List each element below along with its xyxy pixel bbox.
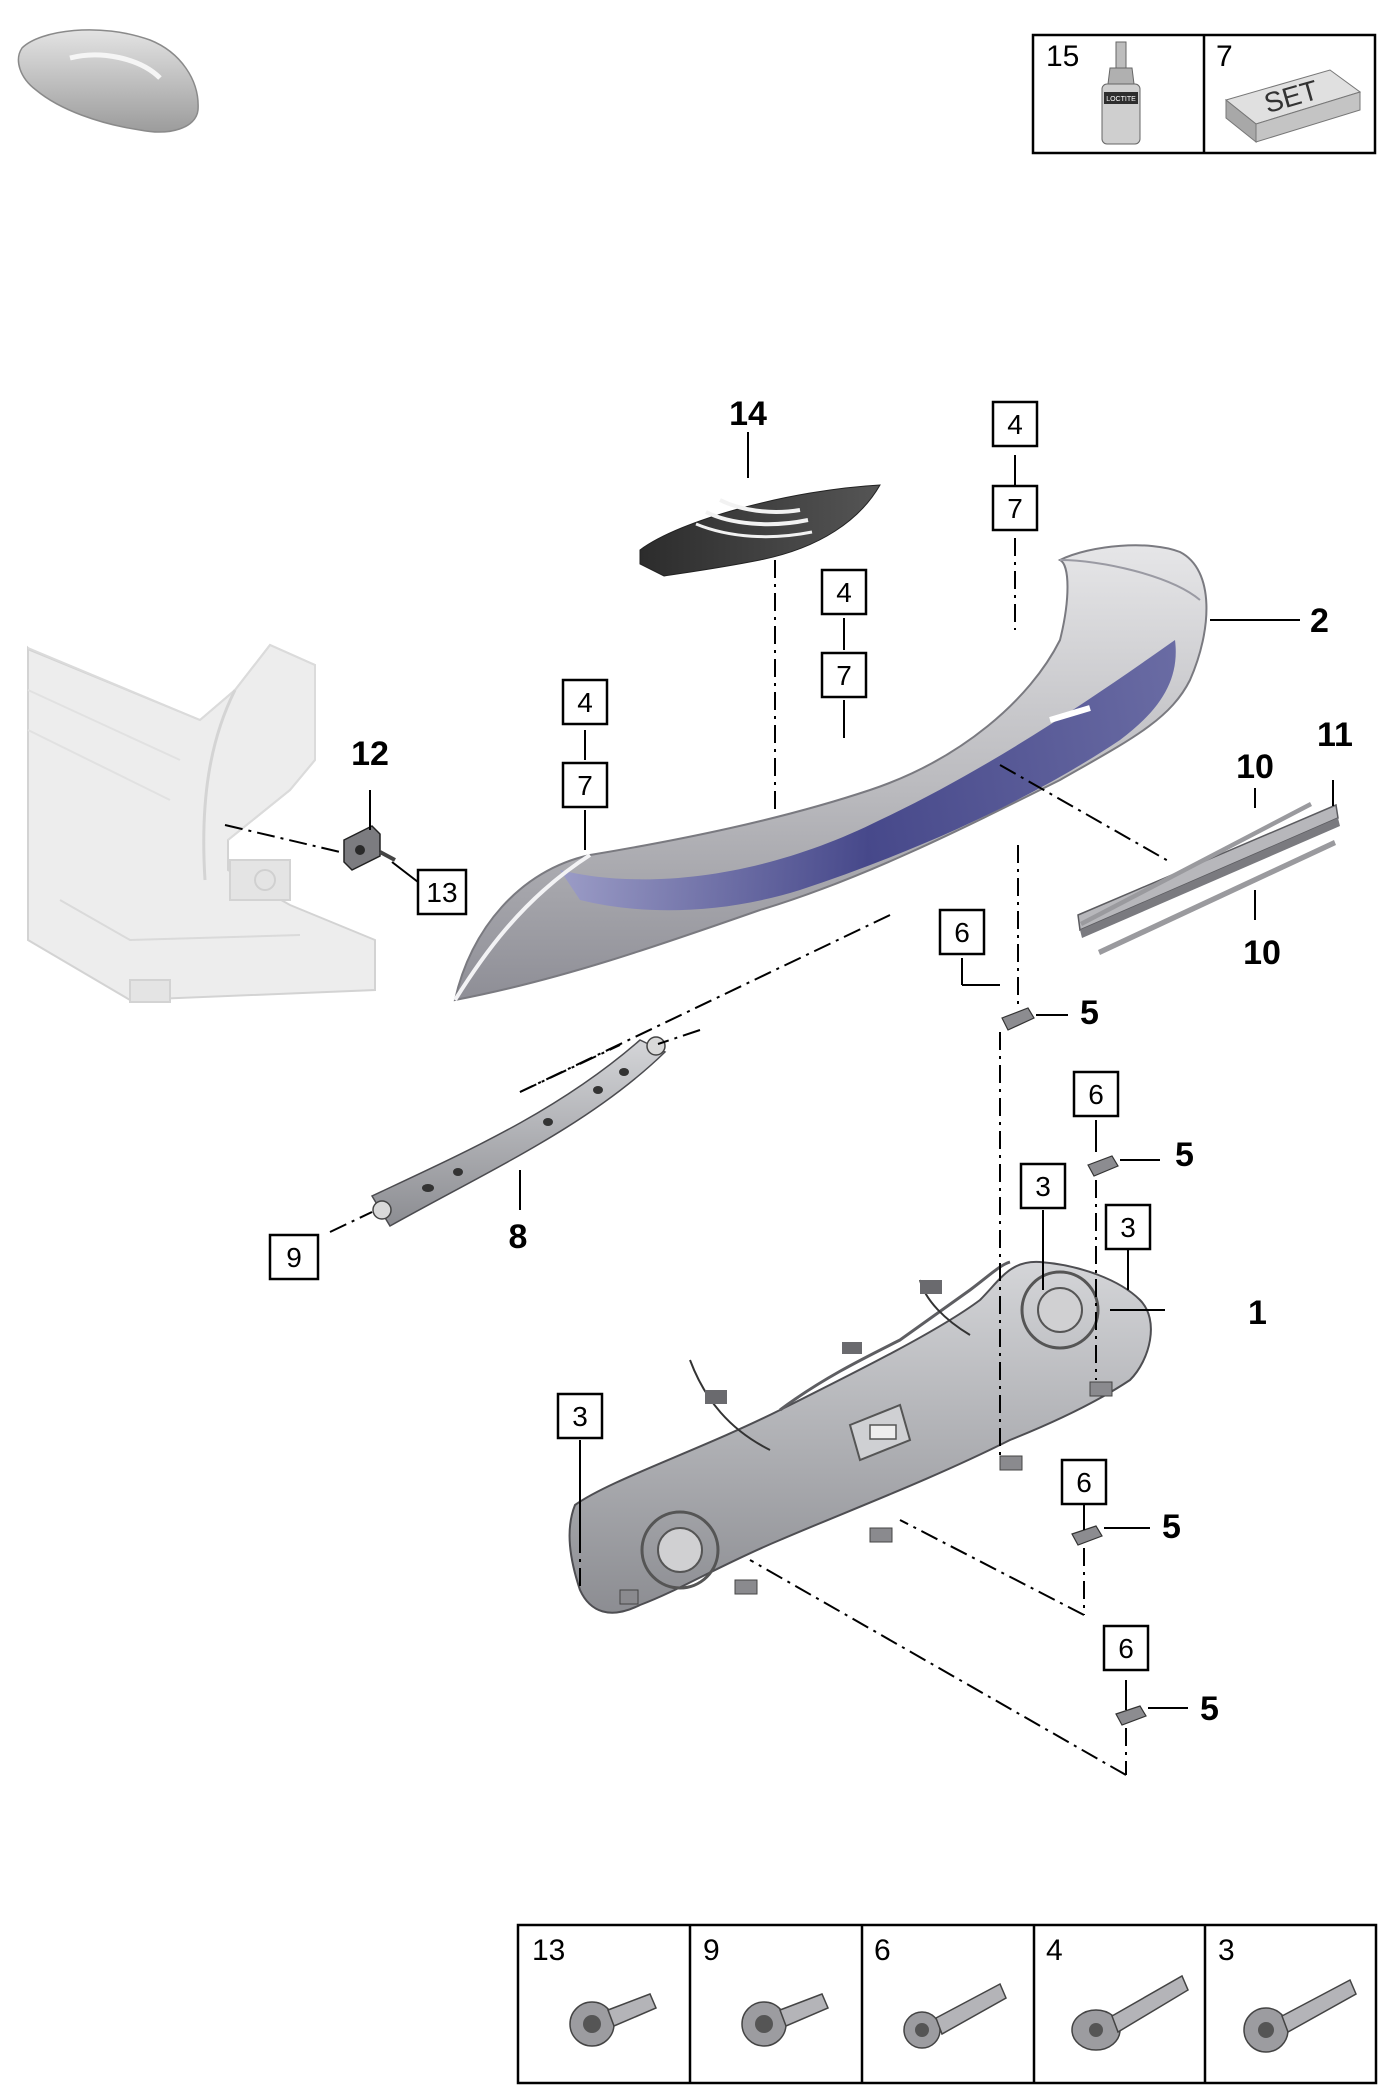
part-1-spoiler-frame	[568, 1260, 1152, 1614]
part-label-5-a: 5	[1080, 994, 1099, 1032]
bolt-short-flange-icon	[569, 1993, 657, 2047]
part-label-10-lower: 10	[1243, 934, 1281, 972]
bottle-label: LOCTITE	[1106, 96, 1136, 103]
svg-text:9: 9	[703, 1934, 720, 1967]
bolt-medium-icon	[903, 1982, 1007, 2049]
part-5-clip-a	[1001, 1007, 1035, 1031]
legend-number: 15	[1046, 40, 1079, 73]
callout-4-left: 4	[561, 678, 609, 726]
svg-text:3: 3	[1120, 1212, 1136, 1243]
svg-text:7: 7	[577, 770, 593, 801]
svg-text:7: 7	[1007, 493, 1023, 524]
part-label-1: 1	[1248, 1294, 1267, 1332]
svg-text:13: 13	[532, 1934, 565, 1967]
svg-text:6: 6	[1076, 1467, 1092, 1498]
part-label-10-upper: 10	[1236, 748, 1274, 786]
bolt-short-flange-icon	[741, 1993, 829, 2047]
top-legend-cell-15: 15 LOCTITE	[1046, 40, 1141, 145]
top-legend: 15 LOCTITE 7 SET	[1031, 33, 1377, 155]
bottom-legend-cell-13: 13	[532, 1934, 657, 2047]
part-label-11: 11	[1317, 716, 1353, 754]
bolt-long-washer-icon	[1071, 1974, 1189, 2051]
callout-3-b: 3	[1104, 1203, 1152, 1251]
callout-3-c: 3	[556, 1392, 604, 1440]
part-label-12: 12	[351, 735, 389, 773]
svg-text:9: 9	[286, 1242, 302, 1273]
adhesive-bottle-icon: LOCTITE	[1101, 41, 1141, 145]
svg-text:6: 6	[1088, 1079, 1104, 1110]
bottom-legend-cell-6: 6	[874, 1934, 1007, 2049]
callout-4-middle: 4	[820, 568, 868, 616]
bottom-legend: 13 9 6 4	[516, 1923, 1378, 2085]
svg-text:13: 13	[426, 877, 457, 908]
part-11-seal-strip	[1077, 803, 1340, 938]
svg-text:4: 4	[577, 687, 593, 718]
part-10-adhesive-tape-lower	[1098, 840, 1336, 955]
callout-6-c: 6	[1060, 1458, 1108, 1506]
part-label-5-d: 5	[1200, 1690, 1219, 1728]
svg-text:4: 4	[1046, 1934, 1063, 1967]
svg-text:6: 6	[874, 1934, 891, 1967]
top-legend-cell-7: 7 SET	[1216, 40, 1362, 144]
callout-7-left: 7	[561, 761, 609, 809]
part-5-clip-d	[1115, 1705, 1147, 1726]
callout-9: 9	[268, 1233, 320, 1281]
part-label-8: 8	[509, 1218, 528, 1256]
callout-6-d: 6	[1102, 1624, 1150, 1672]
part-label-2: 2	[1310, 602, 1329, 640]
body-section-ghost	[27, 643, 376, 1003]
part-10-adhesive-tape-upper	[1080, 802, 1312, 926]
svg-text:6: 6	[954, 917, 970, 948]
svg-text:4: 4	[836, 577, 852, 608]
callout-4-top: 4	[991, 400, 1039, 448]
callout-6-a: 6	[938, 908, 986, 956]
callout-3-a: 3	[1019, 1162, 1067, 1210]
bolt-long-flange-icon	[1243, 1978, 1357, 2053]
part-2-rear-spoiler	[453, 544, 1208, 1002]
car-silhouette-icon	[17, 29, 199, 133]
part-5-clip-b	[1087, 1155, 1119, 1177]
part-label-5-c: 5	[1162, 1508, 1181, 1546]
callout-7-top: 7	[991, 484, 1039, 532]
leader-lines	[224, 432, 1334, 1776]
svg-text:3: 3	[1035, 1171, 1051, 1202]
callout-7-middle: 7	[820, 651, 868, 699]
bottom-legend-cell-4: 4	[1046, 1934, 1189, 2051]
bottom-legend-cell-3: 3	[1218, 1934, 1357, 2053]
svg-text:6: 6	[1118, 1633, 1134, 1664]
svg-text:3: 3	[572, 1401, 588, 1432]
callout-6-b: 6	[1072, 1070, 1120, 1118]
part-label-14: 14	[729, 395, 767, 433]
svg-text:3: 3	[1218, 1934, 1235, 1967]
svg-text:4: 4	[1007, 409, 1023, 440]
part-12-clip	[343, 825, 396, 871]
bottom-legend-cell-9: 9	[703, 1934, 829, 2047]
set-box-icon: SET	[1224, 69, 1362, 144]
part-14-protective-film	[639, 484, 881, 577]
legend-number: 7	[1216, 40, 1233, 73]
svg-text:7: 7	[836, 660, 852, 691]
part-8-mounting-bar	[370, 1036, 667, 1228]
part-5-clip-c	[1071, 1525, 1103, 1546]
part-label-5-b: 5	[1175, 1136, 1194, 1174]
callout-13: 13	[416, 868, 468, 916]
